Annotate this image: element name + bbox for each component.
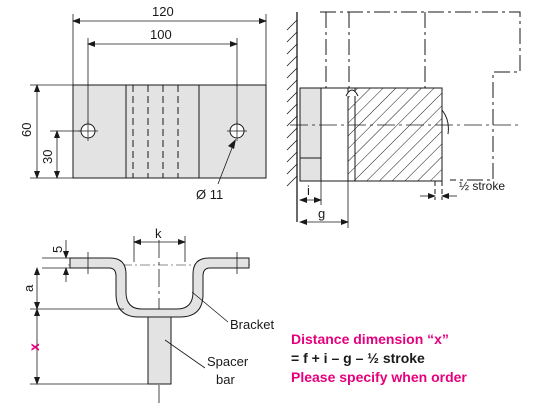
spacer-bar-label-1: Spacer (207, 354, 249, 369)
dim-g: g (318, 206, 325, 221)
spacer-bar-label-2: bar (216, 372, 235, 387)
hole-diameter-label: Ø 11 (196, 187, 223, 202)
dim-k: k (155, 226, 162, 241)
dim-30: 30 (40, 150, 55, 164)
note-line-2: = f + i – g – ½ stroke (291, 350, 425, 366)
spacer-bar (147, 316, 172, 385)
half-stroke-label: ½ stroke (459, 179, 505, 193)
note-line-3: Please specify when order (291, 369, 467, 385)
note-line-1: Distance dimension “x” (291, 331, 449, 347)
bracket-bent-profile (69, 257, 250, 318)
dim-120: 120 (152, 4, 174, 19)
dim-60: 60 (19, 123, 34, 137)
side-view: i g ½ stroke (286, 11, 521, 228)
bracket-side-profile (299, 87, 322, 182)
dim-100: 100 (150, 27, 172, 42)
bracket-label: Bracket (230, 317, 274, 332)
bracket-top-view: k 5 a x Bracket Spacer bar (21, 226, 274, 404)
dim-5: 5 (50, 246, 65, 253)
order-note: Distance dimension “x” = f + i – g – ½ s… (291, 330, 467, 387)
dim-i: i (307, 183, 310, 198)
front-view: 120 100 60 30 Ø 11 (19, 4, 267, 202)
shock-absorber-section (347, 87, 443, 182)
dim-a: a (21, 284, 36, 292)
dim-x: x (26, 343, 42, 351)
